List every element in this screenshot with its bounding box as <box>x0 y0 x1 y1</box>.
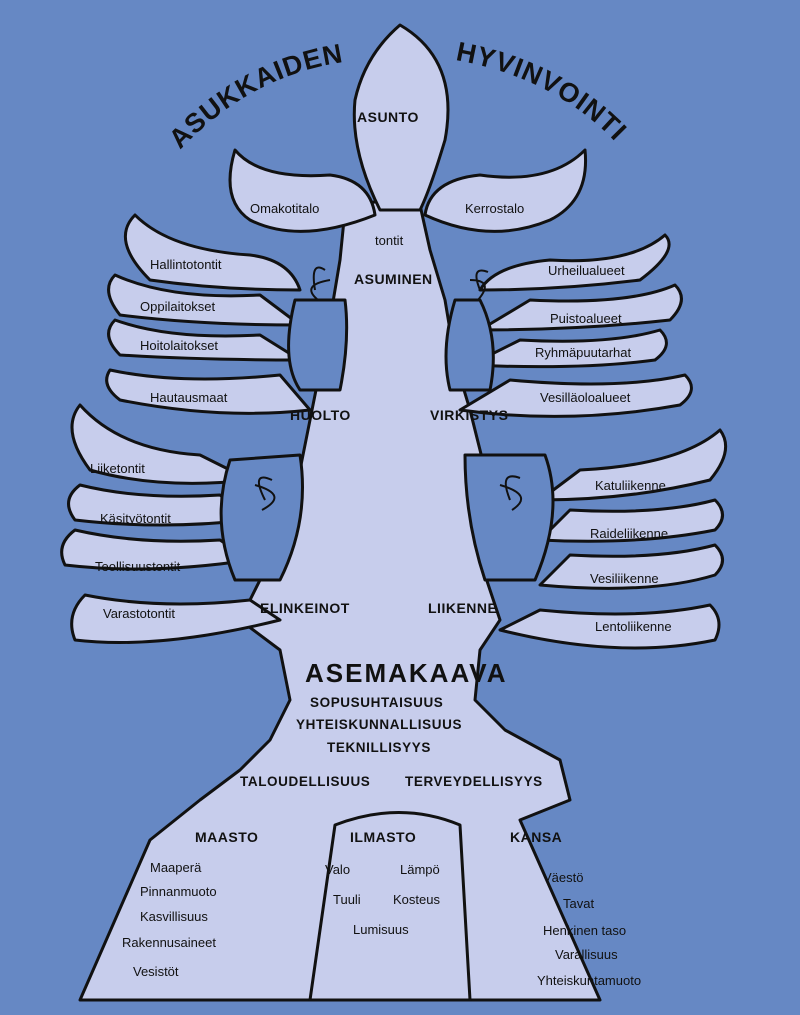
ilmasto-item: Lumisuus <box>353 922 409 937</box>
liikenne-item: Vesiliikenne <box>590 571 659 586</box>
huolto-item: Hautausmaat <box>150 390 228 405</box>
maasto-item: Vesistöt <box>133 964 179 979</box>
label-terveydellisyys: TERVEYDELLISYYS <box>405 774 543 789</box>
ilmasto-item: Valo <box>325 862 351 877</box>
title-hyvinvointi: HYVINVOINTI <box>454 36 633 146</box>
kansa-item: Väestö <box>543 870 584 885</box>
label-maasto: MAASTO <box>195 829 259 845</box>
leaf-asunto <box>352 23 450 212</box>
pocket-huolto <box>287 298 349 392</box>
pocket-liikenne <box>463 453 555 582</box>
liikenne-item: Katuliikenne <box>595 478 666 493</box>
label-asunto: ASUNTO <box>357 109 419 125</box>
maasto-item: Maaperä <box>150 860 202 875</box>
leaf-kerrostalo <box>423 148 588 233</box>
elinkeinot-item: Liiketontit <box>90 461 145 476</box>
label-kansa: KANSA <box>510 829 563 845</box>
title-asukkaiden: ASUKKAIDEN <box>163 38 345 154</box>
label-omakotitalo: Omakotitalo <box>250 201 320 216</box>
maasto-item: Rakennusaineet <box>122 935 216 950</box>
maasto-item: Pinnanmuoto <box>140 884 217 899</box>
trunk-line: TEKNILLISYYS <box>327 740 431 755</box>
virkistys-item: Urheilualueet <box>548 263 625 278</box>
elinkeinot-item: Teollisuustontit <box>95 559 181 574</box>
root-ilmasto <box>308 811 472 1002</box>
ilmasto-item: Lämpö <box>400 862 440 877</box>
kansa-item: Yhteiskuntamuoto <box>537 973 642 988</box>
virkistys-item: Puistoalueet <box>550 311 622 326</box>
label-tontit: tontit <box>375 233 404 248</box>
kansa-item: Tavat <box>563 896 595 911</box>
liikenne-item: Lentoliikenne <box>595 619 672 634</box>
trunk-line: YHTEISKUNNALLISUUS <box>296 717 463 732</box>
ilmasto-item: Tuuli <box>333 892 361 907</box>
label-elinkeinot: ELINKEINOT <box>260 600 350 616</box>
virkistys-item: Vesilläoloalueet <box>540 390 631 405</box>
maasto-item: Kasvillisuus <box>140 909 208 924</box>
kansa-item: Henkinen taso <box>543 923 627 938</box>
label-asemakaava: ASEMAKAAVA <box>305 658 508 688</box>
label-asuminen: ASUMINEN <box>354 271 433 287</box>
elinkeinot-item: Varastotontit <box>103 606 176 621</box>
elinkeinot-item: Käsityötontit <box>100 511 171 526</box>
label-kerrostalo: Kerrostalo <box>465 201 525 216</box>
pocket-elinkeinot <box>219 453 304 582</box>
pocket-virkistys <box>444 298 495 392</box>
label-ilmasto: ILMASTO <box>350 829 417 845</box>
huolto-item: Hallintotontit <box>150 257 222 272</box>
huolto-item: Oppilaitokset <box>140 299 216 314</box>
liikenne-item: Raideliikenne <box>590 526 669 541</box>
label-huolto: HUOLTO <box>290 407 351 423</box>
virkistys-item: Ryhmäpuutarhat <box>535 345 632 360</box>
leaf-omakotitalo <box>228 148 377 233</box>
label-liikenne: LIIKENNE <box>428 600 498 616</box>
label-virkistys: VIRKISTYS <box>430 407 509 423</box>
kansa-item: Varallisuus <box>555 947 618 962</box>
ilmasto-item: Kosteus <box>393 892 440 907</box>
label-taloudellisuus: TALOUDELLISUUS <box>240 774 371 789</box>
huolto-item: Hoitolaitokset <box>140 338 219 353</box>
trunk-line: SOPUSUHTAISUUS <box>310 695 444 710</box>
